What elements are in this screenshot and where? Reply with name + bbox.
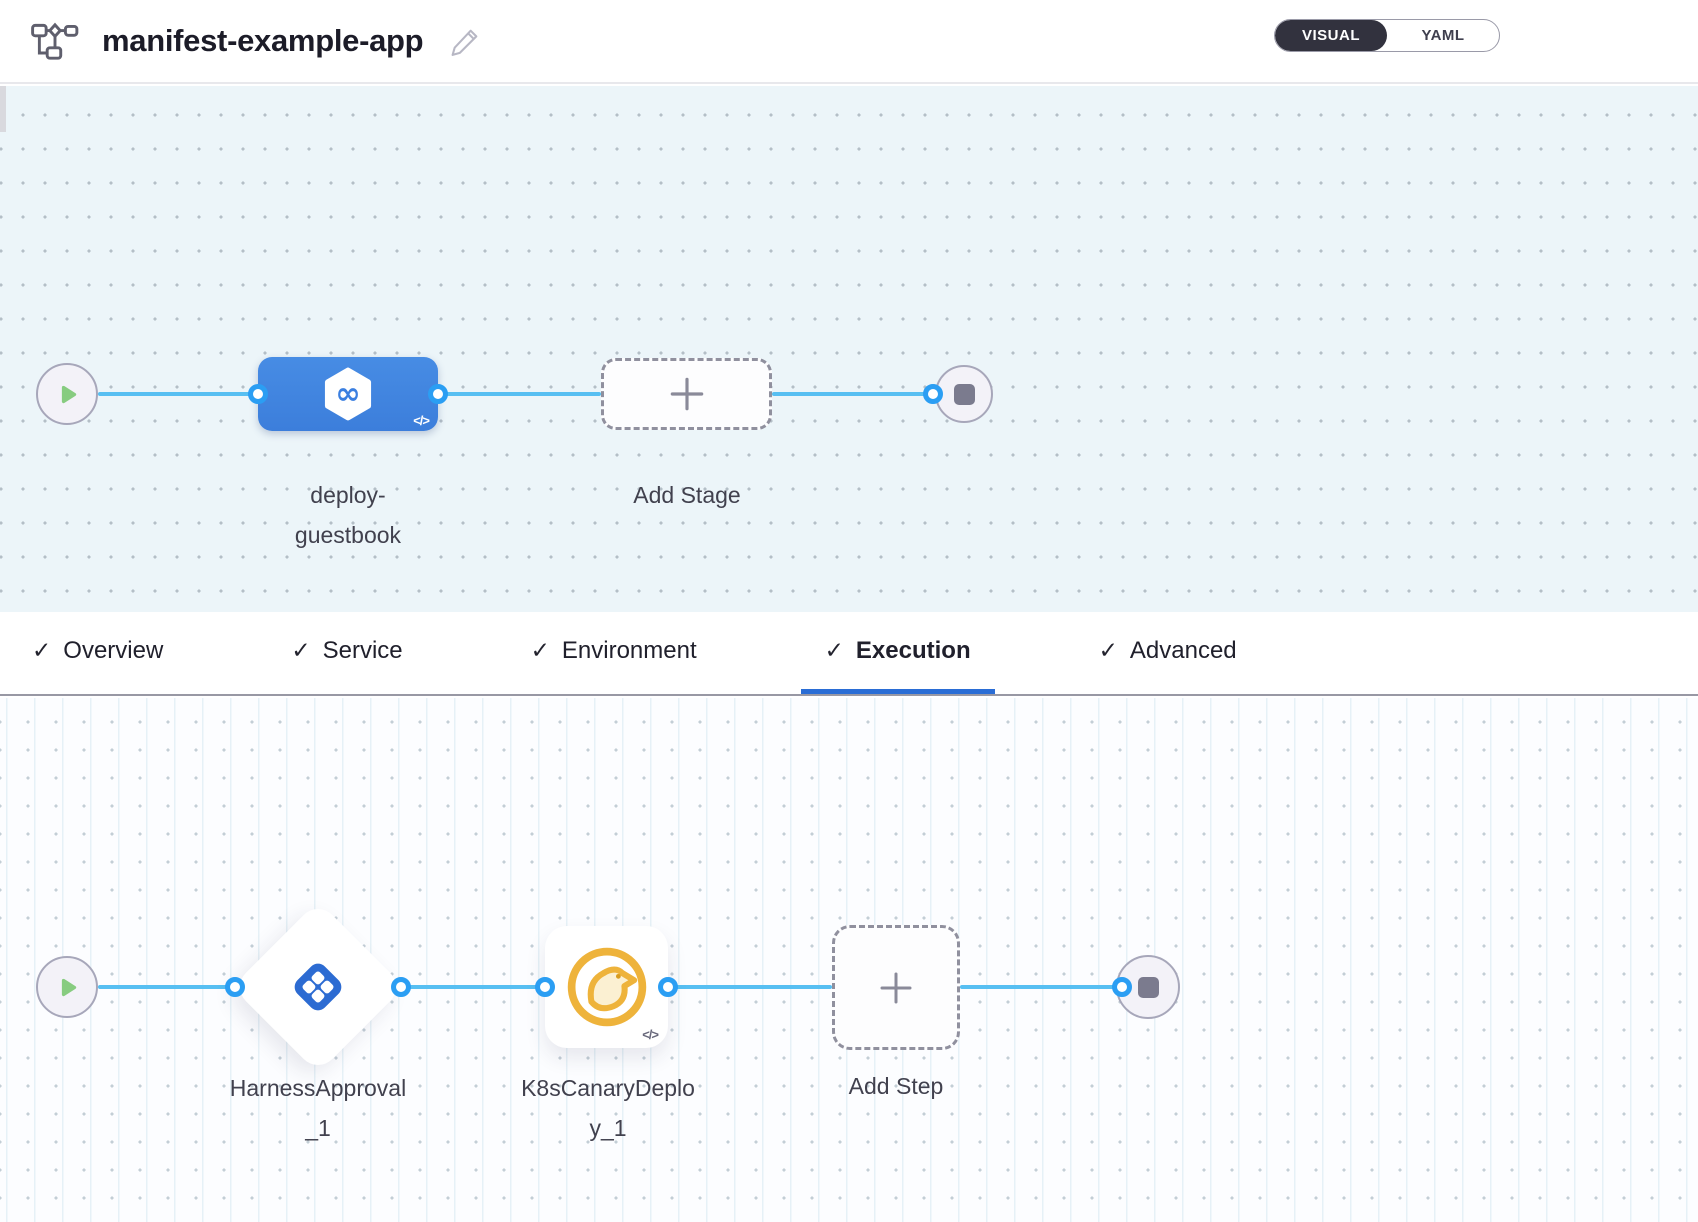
add-stage-label: Add Stage [633,482,741,508]
execution-graph-canvas[interactable]: </> HarnessApproval_1 K8sCanaryDeploy_1 … [0,698,1698,1222]
tab-label: Service [322,636,403,664]
edit-pencil-icon[interactable] [449,24,483,58]
stage-config-tabs: ✓ Overview ✓ Service ✓ Environment ✓ Exe… [0,612,1698,696]
node-port [1112,977,1132,997]
check-icon: ✓ [32,637,52,663]
stop-icon [1137,976,1159,998]
plus-icon [670,377,703,411]
pipeline-end-node [935,365,993,423]
plus-icon [880,972,912,1003]
stop-icon [953,383,975,405]
add-step-button[interactable] [832,925,960,1050]
code-badge: </> [642,1027,659,1042]
tab-service[interactable]: ✓ Service [267,612,426,694]
connector-line [98,392,258,396]
check-icon: ✓ [291,637,311,663]
execution-start-node [36,956,98,1018]
tab-advanced[interactable]: ✓ Advanced [1075,612,1261,694]
check-icon: ✓ [1098,637,1118,663]
cd-stage-icon: ∞ [324,367,372,421]
tab-overview[interactable]: ✓ Overview [8,612,187,694]
connector-line [438,392,601,396]
tab-label: Environment [561,636,697,664]
node-port [248,384,268,404]
add-stage-button[interactable] [601,358,772,430]
tab-execution[interactable]: ✓ Execution [800,612,995,694]
node-port [225,977,245,997]
connector-line [772,392,933,396]
canvas-edge-strip [0,86,6,132]
svg-text:∞: ∞ [335,377,360,412]
code-badge: </> [413,413,430,428]
visual-yaml-toggle: VISUAL YAML [1274,19,1500,52]
step-label-k8s-canary-deploy: K8sCanaryDeploy_1 [521,1075,695,1141]
pipeline-icon [30,19,80,63]
connector-line [98,985,235,989]
toggle-yaml-button[interactable]: YAML [1421,27,1465,44]
add-step-label: Add Step [848,1073,944,1099]
tab-label: Execution [855,636,971,664]
play-icon [61,385,76,403]
node-port [391,977,411,997]
step-node-k8s-canary-deploy[interactable]: </> [545,926,668,1048]
node-port [535,977,555,997]
check-icon: ✓ [824,637,844,663]
tab-label: Overview [63,636,164,664]
toggle-visual-button[interactable]: VISUAL [1275,20,1387,51]
header: manifest-example-app VISUAL YAML [0,0,1698,84]
page-title: manifest-example-app [102,23,424,58]
check-icon: ✓ [530,637,550,663]
pipeline-start-node [36,363,98,425]
tab-label: Advanced [1129,636,1237,664]
play-icon [61,978,76,996]
canary-deploy-icon [567,947,646,1027]
node-port [428,384,448,404]
node-port [658,977,678,997]
connector-line [668,985,832,989]
tab-environment[interactable]: ✓ Environment [507,612,721,694]
approval-step-icon [289,958,347,1021]
stage-label: deploy-guestbook [294,482,402,548]
stage-node-deploy-guestbook[interactable]: ∞ </> [258,357,438,431]
node-port [923,384,943,404]
stage-graph-canvas[interactable]: ∞ </> deploy-guestbook Add Stage [0,86,1698,612]
connector-line [960,985,1122,989]
connector-line [401,985,545,989]
step-label-harness-approval: HarnessApproval_1 [229,1075,407,1141]
